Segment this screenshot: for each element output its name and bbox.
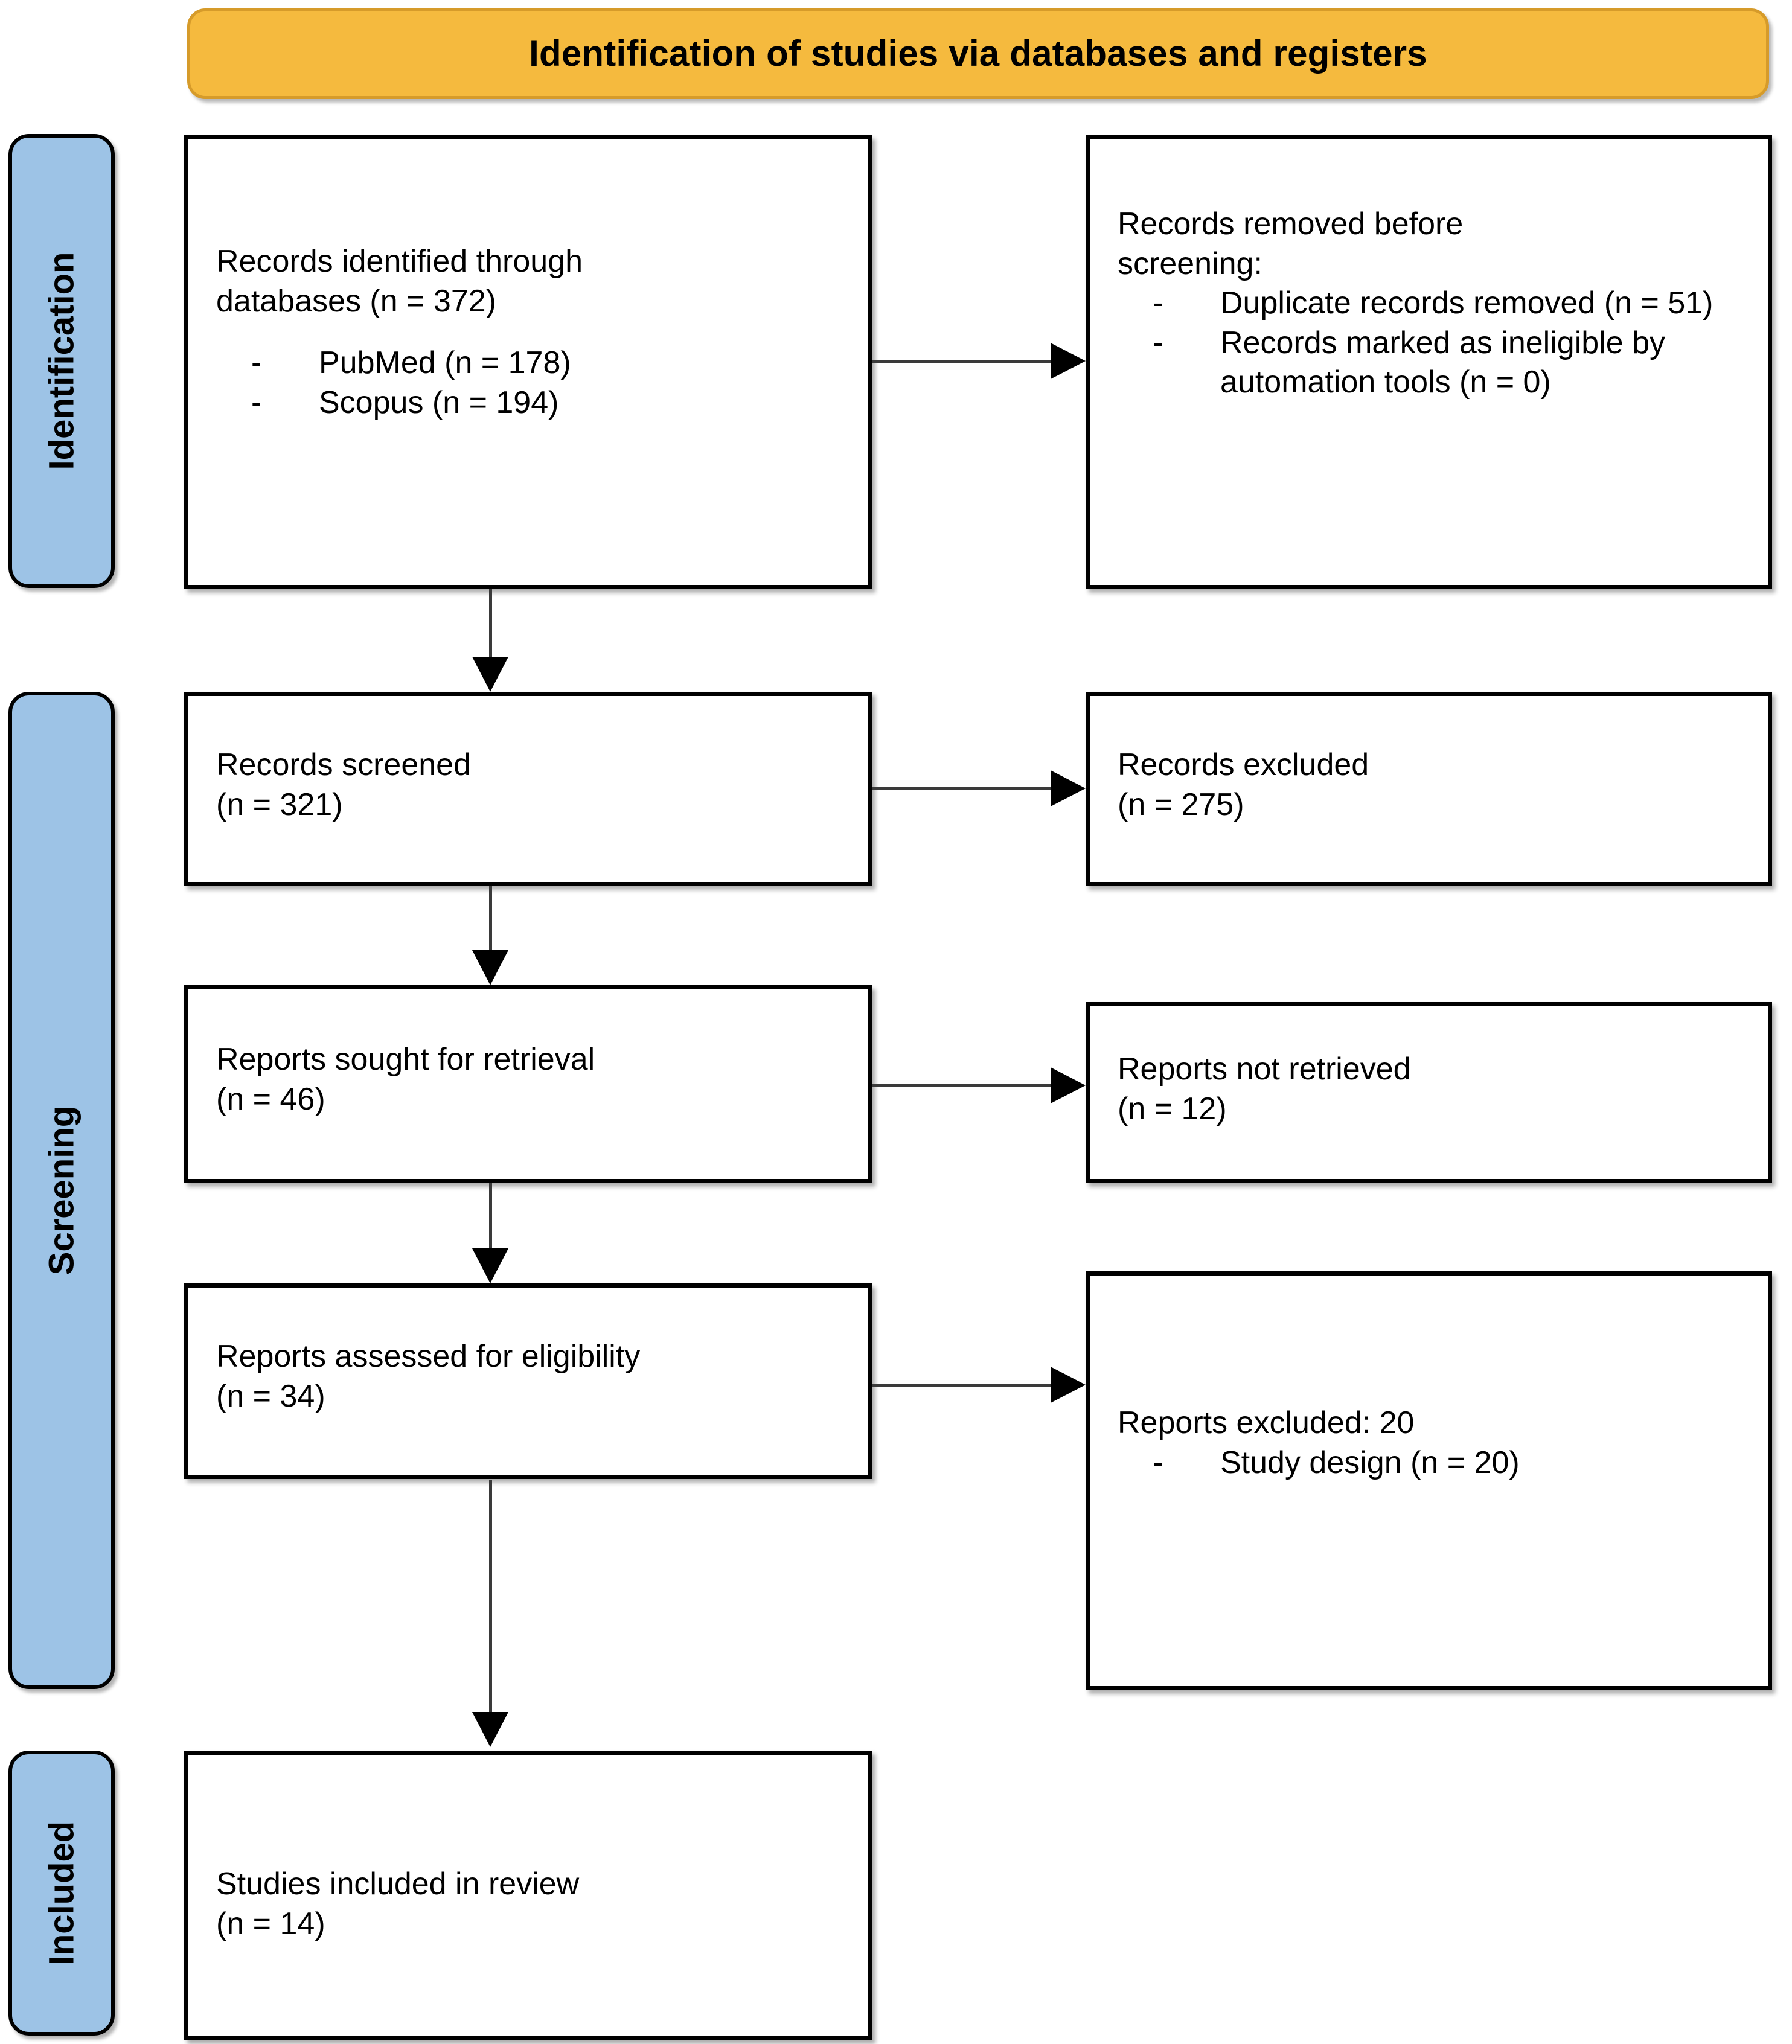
box-records-identified-body: Records identified through databases (n …	[216, 242, 850, 423]
reports-excluded-reason-list: - Study design (n = 20)	[1118, 1443, 1750, 1483]
records-removed-colon: :	[1253, 246, 1262, 281]
list-item-label: Duplicate records removed (n = 51)	[1220, 286, 1714, 321]
box-reports-sought-body: Reports sought for retrieval (n = 46)	[216, 1040, 850, 1119]
connector-assessed-to-reports-excluded	[872, 1384, 1052, 1387]
arrow-identified-to-removed-icon	[1051, 343, 1086, 379]
spacer	[216, 321, 850, 343]
records-removed-reason-list: - Duplicate records removed (n = 51) - Rec…	[1118, 284, 1750, 403]
stage-bar-included: Included	[8, 1751, 115, 2036]
arrow-sought-to-assessed-icon	[472, 1248, 508, 1283]
list-item: - Study design (n = 20)	[1118, 1443, 1750, 1483]
list-item-label: Records marked as ineligible by automati…	[1220, 325, 1666, 400]
box-reports-excluded-detail: Reports excluded: 20 - Study design (n = …	[1086, 1271, 1772, 1690]
list-item: - Scopus (n = 194)	[216, 383, 850, 423]
records-screened-count: (n = 321)	[216, 787, 343, 822]
list-item-label: Scopus (n = 194)	[319, 385, 559, 420]
list-item-label: PubMed (n = 178)	[319, 345, 571, 381]
records-removed-line-2: screening:	[1118, 244, 1750, 284]
list-item-label: Study design (n = 20)	[1220, 1445, 1520, 1480]
arrow-assessed-to-reports-excluded-icon	[1051, 1367, 1086, 1403]
arrow-sought-to-not-retrieved-icon	[1051, 1067, 1086, 1103]
studies-included-count: (n = 14)	[216, 1906, 325, 1941]
reports-not-retrieved-count: (n = 12)	[1118, 1091, 1227, 1126]
stage-label-included: Included	[42, 1821, 82, 1966]
connector-assessed-to-included	[489, 1480, 492, 1714]
records-identified-source-list: - PubMed (n = 178) - Scopus (n = 194)	[216, 343, 850, 423]
stage-label-screening: Screening	[42, 1105, 82, 1276]
records-excluded-line-1: Records excluded	[1118, 747, 1369, 782]
box-records-identified: Records identified through databases (n …	[184, 135, 872, 589]
reports-assessed-count: (n = 34)	[216, 1378, 325, 1414]
box-records-excluded-body: Records excluded (n = 275)	[1118, 746, 1750, 825]
arrow-assessed-to-included-icon	[472, 1712, 508, 1747]
records-removed-emphasis-before: before	[1374, 206, 1464, 241]
box-reports-excluded-detail-body: Reports excluded: 20 - Study design (n = …	[1118, 1404, 1750, 1483]
stage-label-identification: Identification	[42, 252, 82, 470]
box-reports-not-retrieved: Reports not retrieved (n = 12)	[1086, 1002, 1772, 1183]
box-reports-assessed: Reports assessed for eligibility (n = 34…	[184, 1283, 872, 1479]
list-item: - PubMed (n = 178)	[216, 343, 850, 383]
reports-excluded-line-1: Reports excluded: 20	[1118, 1405, 1415, 1440]
connector-identified-to-screened	[489, 589, 492, 658]
box-records-excluded: Records excluded (n = 275)	[1086, 692, 1772, 886]
bullet-dash: -	[251, 385, 262, 420]
bullet-dash: -	[251, 345, 262, 381]
records-removed-text: Records removed	[1118, 206, 1374, 241]
records-identified-line-2: databases (n = 372)	[216, 283, 496, 319]
box-records-screened-body: Records screened (n = 321)	[216, 746, 850, 825]
list-item: - Duplicate records removed (n = 51)	[1118, 284, 1750, 324]
list-item: - Records marked as ineligible by automat…	[1118, 324, 1750, 403]
box-records-removed: Records removed before screening: - Dupli…	[1086, 135, 1772, 589]
records-removed-line-1: Records removed before	[1118, 205, 1750, 244]
box-reports-assessed-body: Reports assessed for eligibility (n = 34…	[216, 1337, 850, 1416]
box-reports-sought: Reports sought for retrieval (n = 46)	[184, 985, 872, 1183]
records-screened-line-1: Records screened	[216, 747, 471, 782]
bullet-dash: -	[1153, 325, 1163, 360]
records-identified-line-1: Records identified through	[216, 244, 583, 279]
box-records-removed-body: Records removed before screening: - Dupli…	[1118, 205, 1750, 403]
box-records-screened: Records screened (n = 321)	[184, 692, 872, 886]
box-studies-included: Studies included in review (n = 14)	[184, 1751, 872, 2040]
stage-bar-identification: Identification	[8, 134, 115, 588]
reports-not-retrieved-line-1: Reports not retrieved	[1118, 1052, 1411, 1087]
reports-sought-line-1: Reports sought for retrieval	[216, 1042, 595, 1077]
header-banner: Identification of studies via databases …	[187, 8, 1769, 99]
connector-identified-to-removed	[872, 360, 1052, 363]
arrow-screened-to-sought-icon	[472, 950, 508, 985]
reports-assessed-line-1: Reports assessed for eligibility	[216, 1339, 641, 1374]
box-studies-included-body: Studies included in review (n = 14)	[216, 1865, 850, 1944]
arrow-screened-to-excluded-icon	[1051, 770, 1086, 806]
bullet-dash: -	[1153, 1445, 1163, 1480]
arrow-identified-to-screened-icon	[472, 657, 508, 692]
studies-included-line-1: Studies included in review	[216, 1867, 580, 1902]
box-reports-not-retrieved-body: Reports not retrieved (n = 12)	[1118, 1050, 1750, 1129]
records-excluded-count: (n = 275)	[1118, 787, 1244, 822]
connector-sought-to-assessed	[489, 1183, 492, 1251]
stage-bar-screening: Screening	[8, 692, 115, 1689]
records-removed-emphasis-screening: screening	[1118, 246, 1254, 281]
connector-screened-to-excluded	[872, 787, 1052, 790]
bullet-dash: -	[1153, 286, 1163, 321]
connector-screened-to-sought	[489, 886, 492, 953]
page-title: Identification of studies via databases …	[529, 33, 1427, 74]
reports-sought-count: (n = 46)	[216, 1081, 325, 1117]
connector-sought-to-not-retrieved	[872, 1084, 1052, 1087]
